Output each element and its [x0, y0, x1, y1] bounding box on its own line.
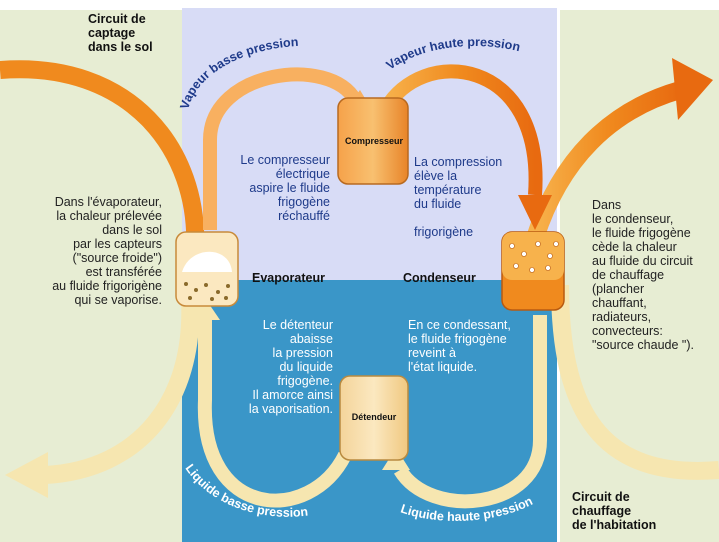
- compressor-label: Compresseur: [344, 136, 404, 146]
- condenser-label: Condenseur: [403, 271, 476, 285]
- heating-circuit-title: Circuit de chauffage de l'habitation: [572, 490, 657, 532]
- condenser-explanation: Dans le condenseur, le fluide frigogène …: [592, 198, 694, 352]
- low-pressure-vapour-pipe: [203, 67, 362, 230]
- compressor-box: [337, 97, 409, 185]
- detendeur-description: Le détenteur abaisse la pression du liqu…: [248, 318, 333, 416]
- condenser-droplets: [509, 241, 559, 273]
- condensing-description: En ce condessant, le fluide frigogène re…: [408, 318, 511, 374]
- evaporator-explanation: Dans l'évaporateur, la chaleur prélevée …: [52, 195, 162, 307]
- detendeur-label: Détendeur: [351, 412, 397, 422]
- heating-supply-pipe: [526, 81, 683, 241]
- condenser-top: [502, 232, 564, 280]
- low-pressure-liquid-pipe: [197, 320, 352, 508]
- heating-supply-arrowhead: [672, 58, 713, 120]
- ground-circuit-title: Circuit de captage dans le sol: [88, 12, 153, 54]
- evaporator-vapour: [182, 251, 232, 272]
- compression-description: La compression élève la température du f…: [414, 155, 503, 239]
- evaporator-bubbles: [184, 282, 230, 301]
- ground-circuit-outlet-pipe: [44, 299, 200, 484]
- detendeur-box: [339, 375, 409, 461]
- low-liquid-arrowhead: [190, 298, 220, 320]
- high-pressure-liquid-pipe: [394, 315, 547, 509]
- evaporator-label: Evaporateur: [252, 271, 325, 285]
- ground-circuit-inlet-pipe: [0, 60, 205, 251]
- left-side-panel: [0, 10, 190, 542]
- heating-return-pipe: [551, 284, 719, 480]
- compressor-description: Le compresseur électrique aspire le flui…: [240, 153, 330, 223]
- ground-outlet-arrowhead: [5, 452, 48, 498]
- high-vapour-arrowhead: [518, 195, 552, 230]
- high-pressure-vapour-pipe: [378, 64, 543, 196]
